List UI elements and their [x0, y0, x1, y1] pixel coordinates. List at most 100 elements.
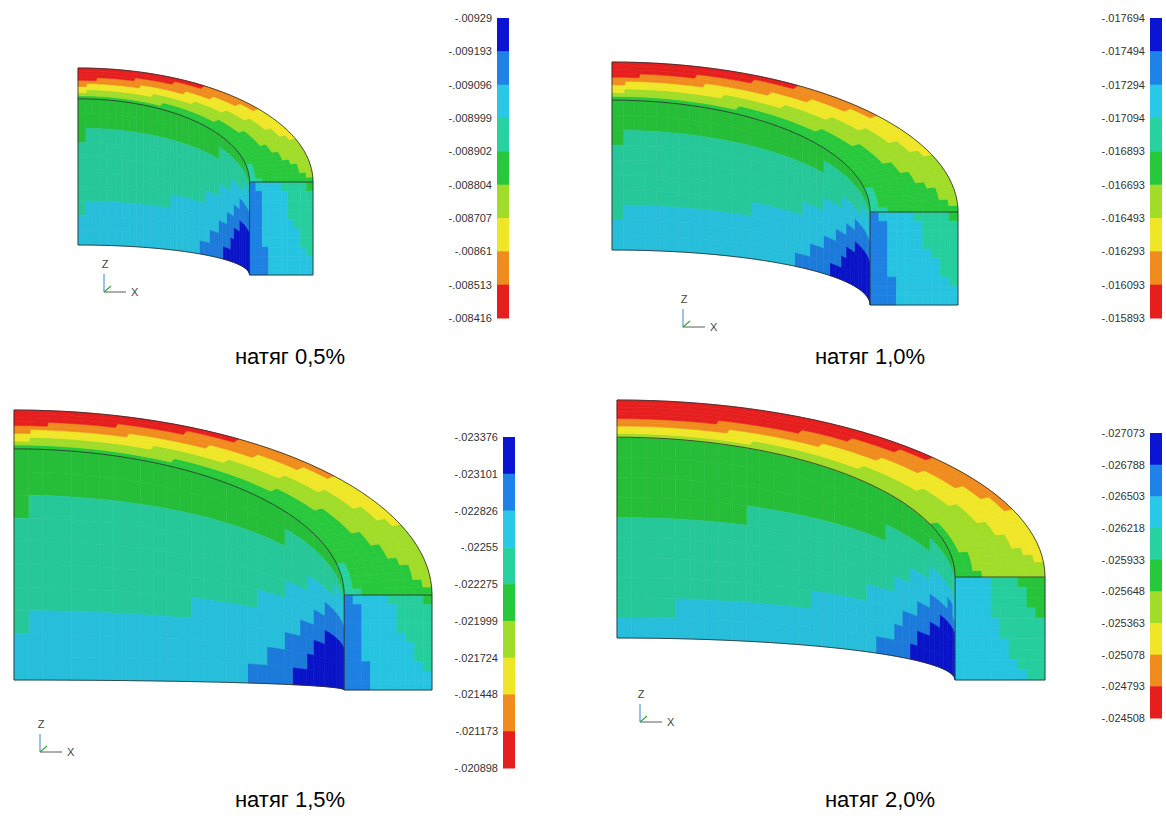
contour-patch — [127, 502, 140, 526]
contour-patch — [85, 543, 99, 567]
contour-patch — [176, 196, 182, 211]
contour-patch — [731, 156, 741, 172]
color-bar-band — [1150, 118, 1162, 152]
contour-patch — [690, 135, 701, 151]
contour-patch — [71, 566, 85, 589]
contour-patch — [108, 231, 115, 246]
contour-patch — [257, 534, 266, 556]
contour-patch — [657, 191, 668, 207]
contour-patch — [817, 246, 824, 261]
contour-patch — [249, 178, 256, 182]
contour-patch — [612, 100, 623, 115]
contour-patch — [130, 160, 137, 175]
contour-patch — [623, 130, 634, 145]
contour-patch — [122, 232, 129, 247]
contour-patch — [731, 228, 741, 244]
contour-patch — [786, 224, 794, 239]
contour-patch — [78, 187, 85, 202]
contour-patch — [151, 220, 158, 235]
contour-patch — [275, 210, 281, 219]
contour-patch — [122, 145, 129, 160]
contour-patch — [281, 256, 287, 265]
contour-patch — [307, 201, 313, 210]
contour-patch — [888, 268, 897, 277]
contour-patch — [313, 640, 319, 657]
contour-patch — [329, 646, 333, 661]
contour-patch — [307, 266, 313, 275]
contour-patch — [940, 212, 949, 221]
contour-patch — [307, 670, 313, 686]
contour-patch — [170, 153, 176, 168]
contour-patch — [219, 221, 223, 235]
contour-patch — [256, 247, 262, 256]
contour-patch — [294, 247, 300, 256]
contour-patch — [307, 606, 313, 624]
contour-patch — [896, 240, 905, 249]
contour-patch — [932, 259, 941, 268]
contour-patch — [877, 196, 887, 202]
contour-patch — [646, 146, 657, 162]
contour-patch — [237, 546, 247, 568]
contour-patch — [154, 572, 167, 595]
contour-patch — [721, 111, 731, 128]
contour-patch — [214, 169, 218, 184]
contour-patch — [93, 201, 100, 216]
contour-patch — [281, 238, 287, 247]
contour-patch — [294, 256, 300, 265]
contour-patch — [237, 565, 247, 587]
contour-patch — [209, 179, 214, 194]
contour-patch — [262, 238, 268, 247]
contour-patch — [188, 158, 194, 173]
contour-patch — [122, 159, 129, 174]
contour-patch — [300, 652, 307, 669]
contour-patch — [870, 249, 879, 258]
contour-patch — [199, 149, 204, 164]
contour-patch — [288, 266, 294, 275]
contour-patch — [281, 219, 287, 228]
contour-patch — [194, 174, 199, 189]
contour-patch — [78, 113, 85, 128]
contour-patch — [307, 210, 313, 219]
contour-patch — [78, 86, 87, 89]
contour-patch — [191, 598, 203, 620]
contour-patch — [731, 127, 741, 143]
contour-patch — [166, 638, 179, 660]
contour-patch — [256, 266, 262, 275]
contour-patch — [329, 673, 333, 687]
contour-patch — [932, 268, 941, 277]
contour-patch — [262, 219, 268, 228]
contour-patch — [236, 230, 239, 243]
contour-patch — [760, 218, 769, 234]
contour-patch — [711, 225, 721, 241]
contour-patch — [78, 172, 85, 187]
contour-patch — [878, 202, 888, 207]
contour-patch — [78, 74, 88, 77]
contour-patch — [949, 286, 958, 295]
contour-patch — [100, 187, 107, 202]
contour-patch — [275, 229, 281, 238]
contour-patch — [324, 630, 329, 646]
contour-patch — [612, 220, 623, 235]
contour-patch — [741, 200, 751, 216]
model-outline — [612, 62, 613, 250]
contour-patch — [166, 552, 179, 575]
contour-patch — [711, 152, 721, 168]
contour-patch — [269, 219, 275, 228]
contour-patch — [226, 503, 237, 526]
contour-patch — [113, 478, 127, 502]
contour-patch — [281, 173, 288, 178]
contour-patch — [250, 182, 256, 191]
contour-patch — [293, 634, 300, 652]
contour-patch — [115, 144, 122, 159]
contour-patch — [237, 644, 247, 664]
contour-patch — [130, 117, 137, 132]
contour-patch — [690, 194, 701, 210]
contour-patch — [294, 182, 300, 191]
ring-segment-plot — [612, 18, 1162, 327]
contour-patch — [248, 568, 258, 590]
contour-patch — [115, 231, 122, 246]
contour-patch — [100, 202, 107, 217]
contour-patch — [209, 230, 214, 244]
contour-patch — [262, 201, 268, 210]
contour-patch — [307, 654, 313, 671]
